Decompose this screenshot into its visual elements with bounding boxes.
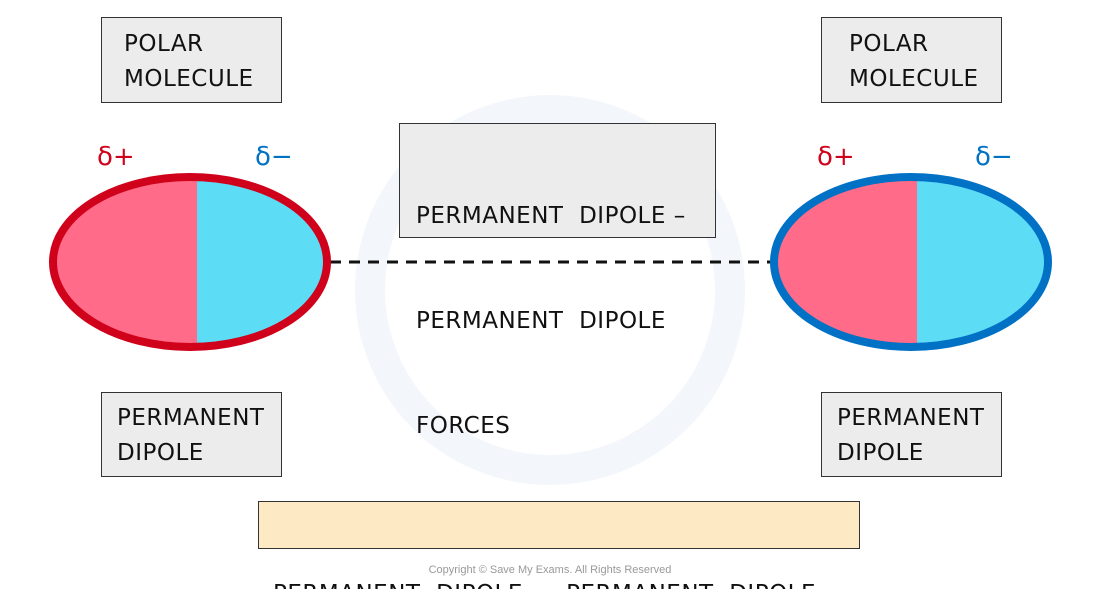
copyright: Copyright © Save My Exams. All Rights Re…: [428, 564, 672, 576]
bottom-label: PERMANENT DIPOLE – PERMANENT DIPOLE: [258, 501, 860, 589]
left-delta-plus: δ+: [97, 142, 135, 172]
label-line: POLAR: [124, 31, 204, 57]
left-positive-half: [53, 177, 197, 347]
label-line: PERMANENT DIPOLE –: [416, 203, 686, 229]
right-molecule-outline: [770, 173, 1052, 351]
left-polar-molecule-label: POLAR MOLECULE: [101, 17, 282, 103]
bottom-label-text: PERMANENT DIPOLE – PERMANENT DIPOLE: [273, 577, 859, 589]
label-line: PERMANENT: [837, 405, 985, 431]
left-delta-minus: δ−: [255, 142, 293, 172]
label-line: PERMANENT DIPOLE: [416, 308, 666, 334]
left-molecule-outline: [49, 173, 331, 351]
left-permanent-dipole-label: PERMANENT DIPOLE: [101, 392, 282, 477]
right-delta-minus: δ−: [975, 142, 1013, 172]
force-label: PERMANENT DIPOLE – PERMANENT DIPOLE FORC…: [399, 123, 716, 439]
right-positive-half: [774, 177, 917, 347]
label-line: DIPOLE: [117, 440, 204, 466]
watermark-logo: [355, 95, 745, 485]
label-line: DIPOLE: [837, 440, 924, 466]
right-delta-plus: δ+: [817, 142, 855, 172]
label-line: PERMANENT: [117, 405, 265, 431]
right-polar-molecule-label: POLAR MOLECULE: [821, 17, 1002, 103]
label-line: POLAR: [849, 31, 929, 57]
label-line: MOLECULE: [849, 66, 979, 92]
right-permanent-dipole-label: PERMANENT DIPOLE: [821, 392, 1002, 477]
label-line: MOLECULE: [124, 66, 254, 92]
label-line: FORCES: [416, 413, 511, 439]
